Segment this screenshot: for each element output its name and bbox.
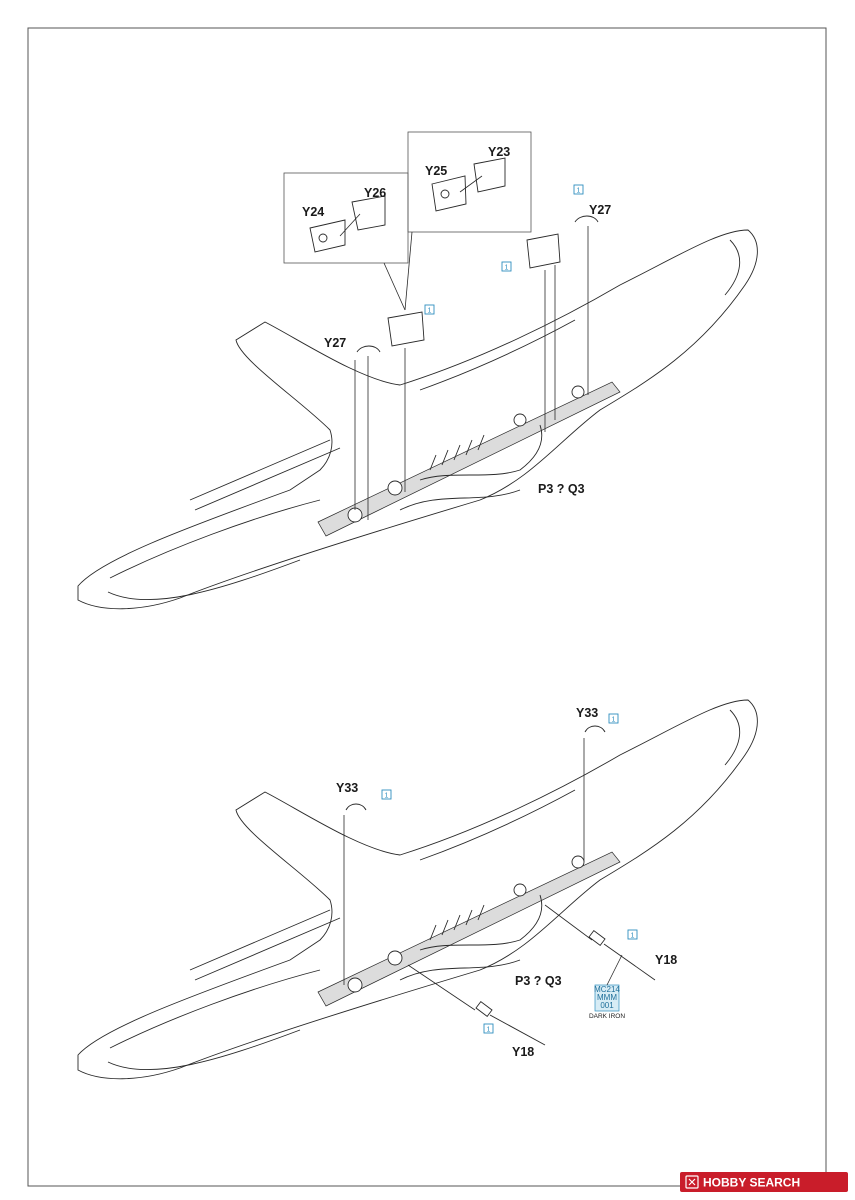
svg-text:1: 1 bbox=[505, 265, 509, 272]
marker-1-f: 1 bbox=[627, 929, 638, 940]
part-y23-on-wing bbox=[526, 233, 561, 269]
label-y27-left: Y27 bbox=[324, 336, 346, 350]
label-y18-left: Y18 bbox=[512, 1045, 534, 1059]
marker-1-d: 1 bbox=[608, 713, 619, 724]
svg-text:1: 1 bbox=[487, 1027, 491, 1034]
watermark: HOBBY SEARCH bbox=[680, 1172, 848, 1192]
marker-1-a: 1 bbox=[573, 184, 584, 195]
detail-pointer-right bbox=[404, 231, 413, 311]
label-y25: Y25 bbox=[425, 164, 447, 178]
label-y27-right: Y27 bbox=[589, 203, 611, 217]
part-y25-y23-detail bbox=[431, 157, 506, 212]
marker-1-e: 1 bbox=[381, 789, 392, 800]
svg-text:1: 1 bbox=[385, 793, 389, 800]
svg-text:DARK IRON: DARK IRON bbox=[589, 1013, 625, 1020]
svg-text:001: 001 bbox=[600, 1001, 614, 1010]
part-y27-left bbox=[356, 345, 381, 353]
page-frame bbox=[27, 27, 827, 1187]
svg-text:MC214: MC214 bbox=[594, 985, 620, 994]
label-y26: Y26 bbox=[364, 186, 386, 200]
color-callout: MC214 MMM 001 DARK IRON bbox=[589, 954, 625, 1020]
color-swatch bbox=[594, 984, 620, 1012]
detail-box-right bbox=[407, 131, 532, 233]
note-p3-q3-top: P3 ? Q3 bbox=[538, 482, 585, 496]
bottom-step: 1 1 1 1 Y33 Y33 Y18 Y18 P3 ? Q3 MC214 MM… bbox=[77, 699, 758, 1080]
wing-top bbox=[77, 229, 758, 610]
part-y33-left bbox=[345, 803, 367, 811]
part-y33-right bbox=[584, 725, 606, 733]
label-y23: Y23 bbox=[488, 145, 510, 159]
label-y18-right: Y18 bbox=[655, 953, 677, 967]
svg-text:1: 1 bbox=[612, 717, 616, 724]
marker-1-g: 1 bbox=[483, 1023, 494, 1034]
watermark-text: HOBBY SEARCH bbox=[703, 1176, 800, 1190]
part-y26-on-wing bbox=[387, 311, 425, 347]
label-y33-right: Y33 bbox=[576, 706, 598, 720]
svg-text:1: 1 bbox=[428, 308, 432, 315]
part-y18-left bbox=[407, 964, 546, 1046]
svg-text:1: 1 bbox=[577, 188, 581, 195]
svg-text:MMM: MMM bbox=[597, 993, 617, 1002]
label-y24: Y24 bbox=[302, 205, 324, 219]
marker-1-b: 1 bbox=[501, 261, 512, 272]
svg-text:1: 1 bbox=[631, 933, 635, 940]
watermark-background bbox=[680, 1172, 848, 1192]
note-p3-q3-bottom: P3 ? Q3 bbox=[515, 974, 562, 988]
wing-bottom bbox=[77, 699, 758, 1080]
label-y33-left: Y33 bbox=[336, 781, 358, 795]
detail-pointer-left bbox=[383, 262, 406, 311]
hobby-search-logo-icon bbox=[685, 1175, 699, 1189]
part-y18-right bbox=[544, 904, 656, 981]
top-step: 1 1 1 Y23 Y25 Y26 Y24 Y27 Y27 P3 ? Q3 bbox=[77, 131, 758, 610]
part-y27-right bbox=[574, 215, 599, 223]
part-y24-y26-detail bbox=[309, 195, 386, 253]
marker-1-c: 1 bbox=[424, 304, 435, 315]
